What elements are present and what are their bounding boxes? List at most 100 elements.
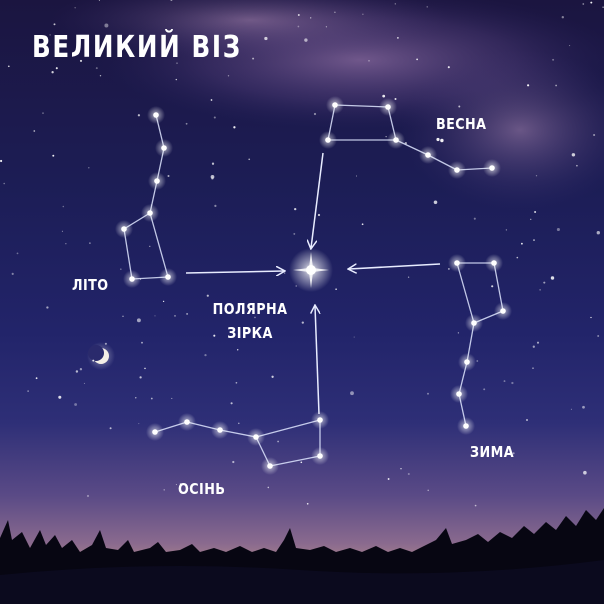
- page-title: ВЕЛИКИЙ ВІЗ: [32, 30, 242, 65]
- background-star: [491, 285, 494, 288]
- polaris-sparkle: [293, 252, 329, 288]
- background-star: [277, 440, 279, 443]
- background-star: [79, 368, 83, 371]
- background-star: [582, 3, 585, 5]
- background-star: [512, 452, 515, 455]
- background-star: [433, 200, 438, 205]
- background-star: [98, 0, 100, 2]
- background-star: [74, 7, 76, 9]
- background-star: [400, 468, 402, 470]
- winter-star: [464, 359, 470, 365]
- background-star: [387, 478, 390, 480]
- background-star: [175, 484, 177, 486]
- background-star: [284, 272, 286, 274]
- background-star: [440, 138, 444, 143]
- background-star: [0, 159, 3, 163]
- spring-star: [332, 102, 338, 108]
- background-star: [104, 23, 109, 28]
- background-star: [382, 94, 386, 98]
- background-star: [561, 16, 564, 19]
- background-star: [62, 205, 65, 208]
- background-star: [3, 182, 6, 185]
- label-polaris: ПОЛЯРНА ЗІРКА: [208, 297, 293, 345]
- background-star: [533, 239, 535, 242]
- background-star: [138, 423, 140, 425]
- background-star: [96, 47, 99, 50]
- background-star: [228, 45, 231, 47]
- background-star: [154, 315, 156, 317]
- background-star: [206, 294, 209, 297]
- background-star: [335, 288, 337, 290]
- label-spring: ВЕСНА: [436, 115, 487, 133]
- background-star: [306, 502, 309, 505]
- background-star: [447, 267, 450, 270]
- background-star: [35, 377, 38, 380]
- background-star: [525, 418, 529, 422]
- background-star: [27, 390, 29, 392]
- background-star: [95, 67, 98, 70]
- background-star: [179, 483, 181, 485]
- background-star: [394, 98, 397, 100]
- background-star: [576, 164, 578, 167]
- background-star: [473, 217, 476, 220]
- background-star: [325, 26, 328, 28]
- background-star: [394, 3, 396, 5]
- background-star: [248, 158, 251, 161]
- spring-star: [489, 165, 495, 171]
- spring-star: [454, 167, 460, 173]
- background-star: [457, 332, 460, 334]
- background-star: [137, 114, 141, 117]
- winter-star: [463, 423, 469, 429]
- background-star: [135, 397, 137, 399]
- background-star: [300, 461, 303, 464]
- winter-star: [471, 320, 477, 326]
- background-star: [355, 175, 358, 177]
- label-polaris-line1: ПОЛЯРНА: [212, 300, 288, 318]
- arrow-from-autumn: [315, 306, 319, 415]
- background-star: [237, 349, 239, 351]
- background-star: [397, 37, 399, 39]
- background-star: [597, 335, 600, 337]
- autumn-star: [317, 417, 323, 423]
- background-star: [104, 342, 107, 345]
- background-star: [171, 397, 173, 399]
- background-star: [53, 23, 56, 26]
- background-star: [550, 276, 555, 280]
- summer-constellation-line: [149, 212, 169, 278]
- background-star: [590, 316, 592, 319]
- background-star: [447, 66, 450, 69]
- autumn-star: [217, 427, 223, 433]
- background-star: [552, 58, 555, 61]
- background-star: [186, 312, 189, 315]
- background-star: [267, 486, 270, 489]
- background-star: [150, 397, 153, 400]
- background-star: [361, 223, 364, 226]
- background-star: [42, 112, 44, 114]
- background-star: [139, 376, 142, 379]
- winter-star: [456, 391, 462, 397]
- background-star: [264, 36, 268, 41]
- background-star: [350, 391, 354, 396]
- background-star: [353, 336, 355, 338]
- background-star: [122, 315, 124, 318]
- background-star: [317, 213, 321, 217]
- winter-star: [454, 260, 460, 266]
- background-star: [213, 334, 216, 337]
- background-star: [52, 154, 55, 157]
- background-star: [65, 243, 67, 245]
- background-star: [271, 375, 274, 378]
- background-star: [536, 341, 540, 344]
- spring-star: [385, 104, 391, 110]
- background-star: [75, 370, 79, 373]
- autumn-constellation-line: [255, 419, 321, 438]
- background-star: [79, 59, 83, 62]
- arrow-from-summer: [185, 271, 284, 273]
- arrow-from-winter: [349, 263, 441, 269]
- background-star: [310, 17, 312, 19]
- summer-star: [129, 276, 135, 282]
- background-star: [385, 136, 387, 138]
- label-polaris-line2: ЗІРКА: [227, 324, 273, 342]
- summer-star: [161, 145, 167, 151]
- background-star: [230, 402, 233, 405]
